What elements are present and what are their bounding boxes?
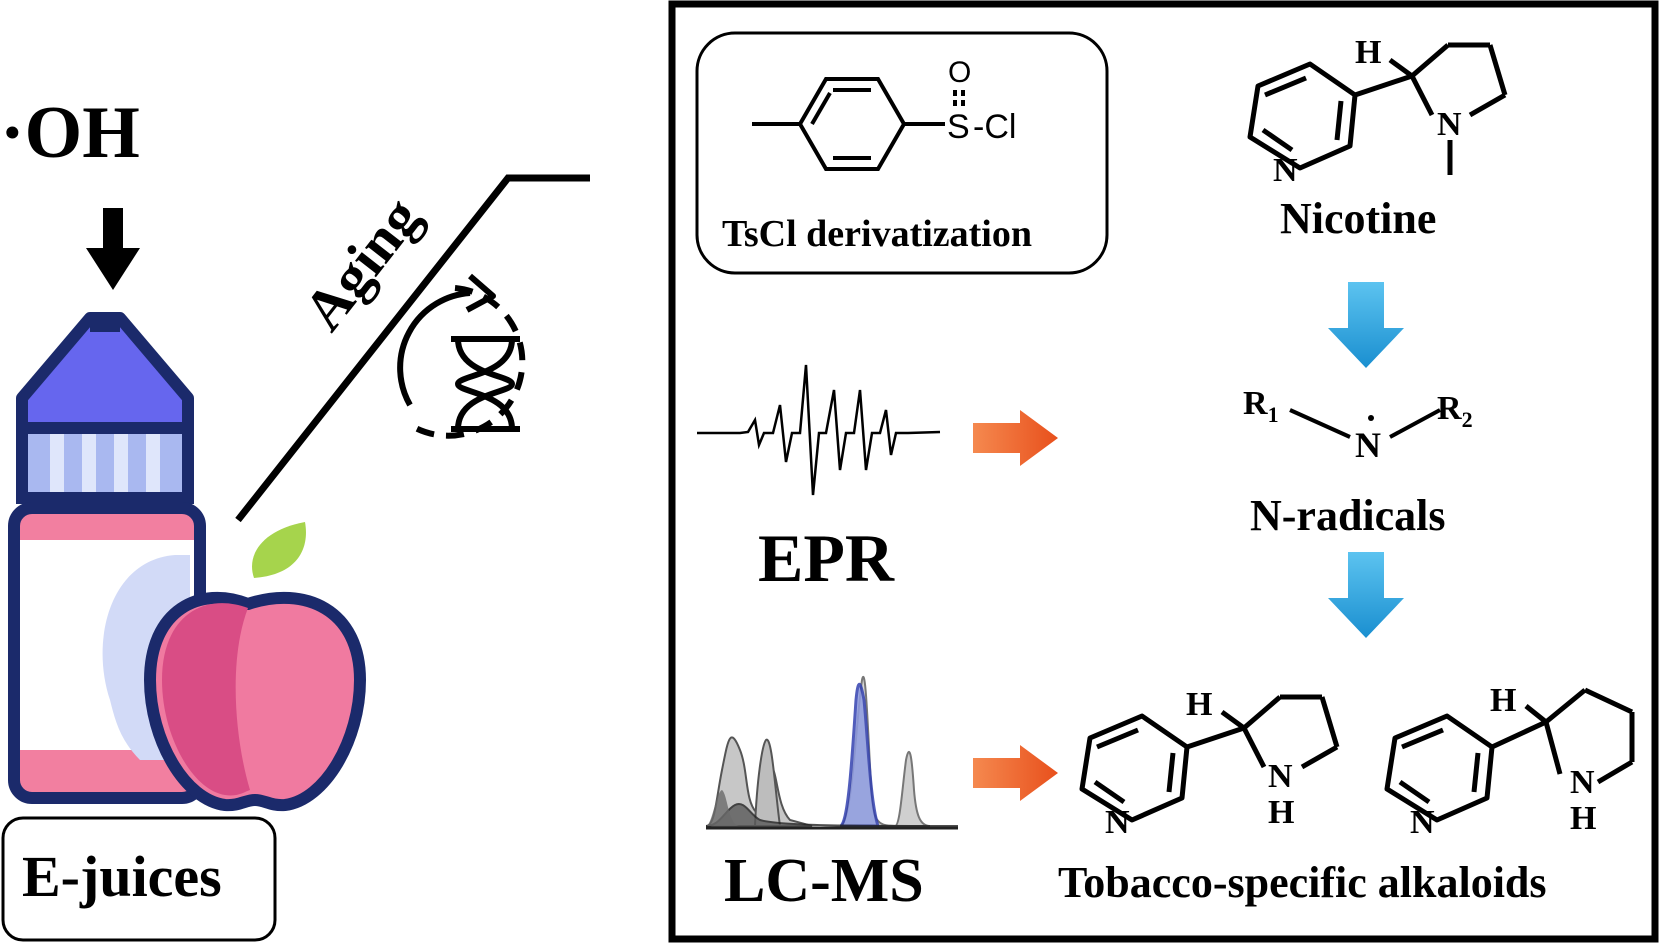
anabasine-nh-h: H bbox=[1570, 800, 1597, 837]
nornicotine-pyridine-n: N bbox=[1105, 804, 1130, 841]
tscl-sulfur: S bbox=[947, 108, 970, 146]
nicotine-pyridine-n: N bbox=[1273, 152, 1298, 189]
anabasine-h-atom: H bbox=[1490, 682, 1517, 719]
lcms-label: LC-MS bbox=[724, 847, 924, 915]
nornicotine-nh-n: N bbox=[1268, 758, 1293, 795]
hourglass-icon bbox=[397, 273, 526, 439]
n-radical-n-atom: N bbox=[1355, 425, 1381, 465]
blue-arrow-2 bbox=[1328, 552, 1404, 638]
aging-step-line bbox=[235, 174, 590, 523]
nornicotine-structure bbox=[1079, 694, 1340, 823]
n-radicals-label: N-radicals bbox=[1250, 491, 1446, 540]
nicotine-h-atom: H bbox=[1355, 34, 1382, 71]
apple-icon bbox=[144, 522, 366, 812]
anabasine-nh-n: N bbox=[1570, 764, 1595, 801]
orange-arrow-epr bbox=[973, 410, 1058, 466]
hydroxyl-radical-label: ·OH bbox=[0, 92, 140, 174]
tscl-structure bbox=[752, 77, 965, 171]
r1-label: R1 bbox=[1243, 385, 1279, 427]
anabasine-structure bbox=[1384, 687, 1635, 823]
lcms-chromatogram bbox=[705, 676, 959, 830]
anabasine-pyridine-n: N bbox=[1410, 804, 1435, 841]
tscl-box bbox=[695, 31, 1109, 275]
e-juices-label: E-juices bbox=[22, 844, 222, 909]
nicotine-structure bbox=[1247, 42, 1508, 175]
e-juices-box bbox=[1, 816, 277, 942]
tscl-derivatization-label: TsCl derivatization bbox=[722, 213, 1032, 255]
r2-label: R2 bbox=[1437, 390, 1473, 432]
tscl-oxygen: O bbox=[948, 56, 972, 89]
nicotine-label: Nicotine bbox=[1280, 194, 1437, 243]
mechanism-panel bbox=[668, 0, 1659, 943]
orange-arrow-lcms bbox=[973, 745, 1058, 801]
blue-arrow-1 bbox=[1328, 282, 1404, 368]
epr-spectrum bbox=[697, 364, 941, 496]
epr-label: EPR bbox=[758, 520, 894, 596]
tscl-chlorine: -Cl bbox=[973, 108, 1017, 146]
nornicotine-nh-h: H bbox=[1268, 794, 1295, 831]
n-radical-structure bbox=[1289, 408, 1441, 439]
nicotine-pyrrolidine-n: N bbox=[1437, 106, 1462, 143]
tobacco-alkaloids-label: Tobacco-specific alkaloids bbox=[1058, 858, 1547, 907]
nornicotine-h-atom: H bbox=[1186, 686, 1213, 723]
oh-down-arrow bbox=[86, 208, 140, 290]
